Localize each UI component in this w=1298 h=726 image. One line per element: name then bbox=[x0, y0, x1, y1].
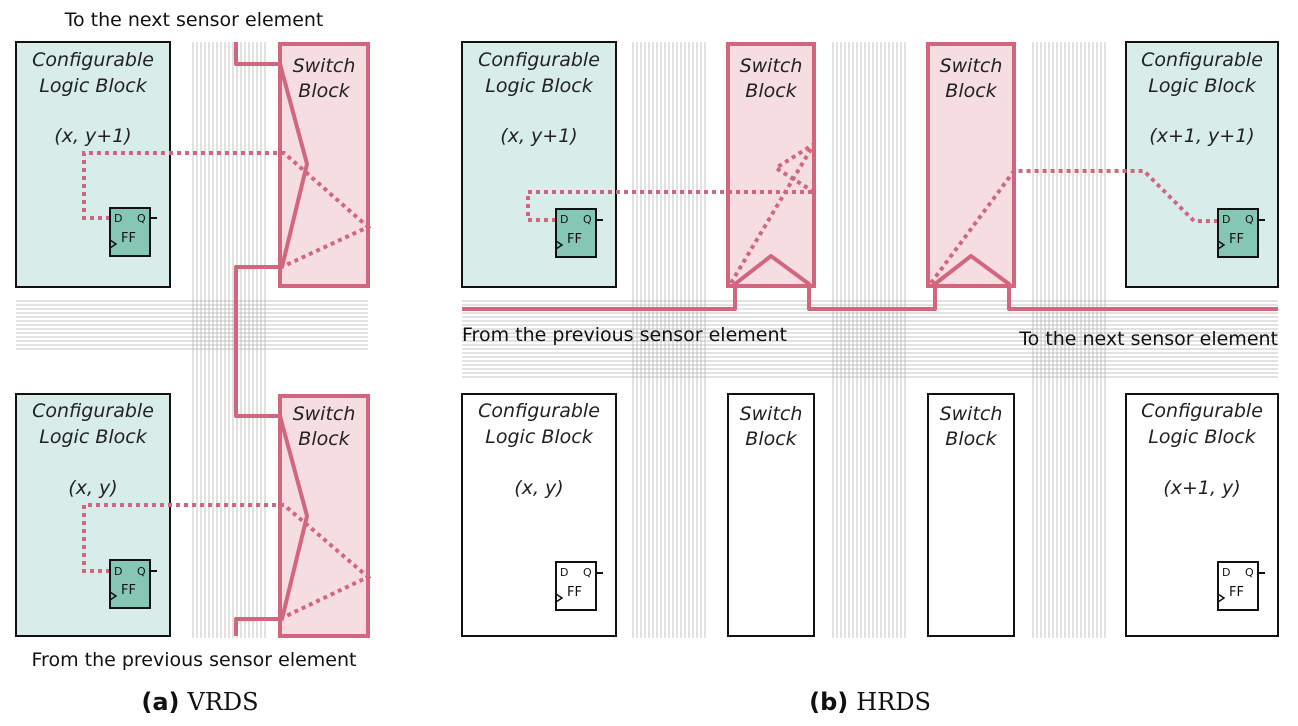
svg-text:D: D bbox=[114, 565, 122, 578]
horizontal-wire-channel bbox=[16, 300, 368, 352]
flip-flop: D Q FF bbox=[1217, 561, 1265, 611]
switch-block-bottom-1 bbox=[727, 393, 815, 637]
vrds-bottom-note: From the previous sensor element bbox=[32, 649, 357, 671]
flip-flop: D Q FF bbox=[109, 559, 157, 609]
vertical-delay-route bbox=[234, 42, 309, 636]
clb-coordinate: (x, y+1) bbox=[54, 125, 131, 147]
svg-text:D: D bbox=[114, 212, 122, 225]
svg-text:FF: FF bbox=[1229, 585, 1244, 600]
svg-text:Q: Q bbox=[137, 212, 146, 225]
switch-title-line1: Switch bbox=[293, 403, 356, 425]
vrds-top-note: To the next sensor element bbox=[64, 9, 324, 31]
horizontal-wire-channel bbox=[462, 300, 1278, 380]
flip-flop: D Q FF bbox=[109, 207, 157, 257]
clb-title-line1: Configurable bbox=[478, 400, 600, 422]
switch-title-line2: Block bbox=[945, 80, 997, 102]
sensor-taps bbox=[526, 142, 1218, 285]
switch-title-line1: Switch bbox=[740, 403, 803, 425]
clb-coordinate: (x, y) bbox=[514, 477, 563, 499]
sensor-taps bbox=[82, 151, 372, 619]
vrds-panel: To the next sensor element Configurable … bbox=[15, 9, 372, 716]
svg-text:Q: Q bbox=[1245, 213, 1254, 226]
switch-title-line1: Switch bbox=[940, 403, 1003, 425]
svg-text:FF: FF bbox=[567, 232, 582, 247]
svg-text:D: D bbox=[1222, 213, 1230, 226]
switch-title-line1: Switch bbox=[740, 55, 803, 77]
svg-text:Q: Q bbox=[137, 565, 146, 578]
switch-block-top-2 bbox=[926, 42, 1016, 288]
clb-coordinate: (x, y) bbox=[68, 477, 117, 499]
clb-title-line2: Logic Block bbox=[1148, 75, 1256, 97]
svg-text:Q: Q bbox=[583, 566, 592, 579]
clb-coordinate: (x+1, y) bbox=[1163, 477, 1240, 499]
switch-title-line2: Block bbox=[745, 428, 797, 450]
clb-coordinate: (x, y+1) bbox=[500, 125, 577, 147]
flip-flop: D Q FF bbox=[555, 561, 603, 611]
svg-text:D: D bbox=[560, 566, 568, 579]
switch-title-line2: Block bbox=[945, 428, 997, 450]
clb-title-line1: Configurable bbox=[478, 49, 600, 71]
clb-title-line2: Logic Block bbox=[39, 426, 147, 448]
svg-text:FF: FF bbox=[121, 583, 136, 598]
svg-text:Q: Q bbox=[583, 213, 592, 226]
clb-title-line2: Logic Block bbox=[39, 75, 147, 97]
switch-title-line2: Block bbox=[745, 80, 797, 102]
switch-title-line1: Switch bbox=[940, 55, 1003, 77]
hrds-to-note: To the next sensor element bbox=[1018, 328, 1278, 350]
svg-text:FF: FF bbox=[567, 585, 582, 600]
clb-title-line2: Logic Block bbox=[485, 426, 593, 448]
caption-a: (a)VRDS bbox=[141, 688, 258, 716]
switch-title-line2: Block bbox=[298, 80, 350, 102]
switch-block-bottom-2 bbox=[927, 393, 1015, 637]
svg-text:D: D bbox=[560, 213, 568, 226]
clb-title-line2: Logic Block bbox=[1148, 426, 1256, 448]
switch-title-line1: Switch bbox=[293, 55, 356, 77]
clb-title-line1: Configurable bbox=[32, 400, 154, 422]
svg-text:Q: Q bbox=[1245, 566, 1254, 579]
hrds-from-note: From the previous sensor element bbox=[462, 324, 787, 346]
hrds-panel: Configurable Logic Block (x, y+1) Config… bbox=[461, 41, 1279, 716]
switch-title-line2: Block bbox=[298, 428, 350, 450]
clb-title-line1: Configurable bbox=[1141, 400, 1263, 422]
horizontal-delay-route bbox=[462, 254, 1278, 311]
clb-title-line1: Configurable bbox=[32, 49, 154, 71]
svg-text:D: D bbox=[1222, 566, 1230, 579]
svg-text:FF: FF bbox=[121, 231, 136, 246]
clb-coordinate: (x+1, y+1) bbox=[1149, 125, 1254, 147]
clb-title-line1: Configurable bbox=[1141, 49, 1263, 71]
clb-title-line2: Logic Block bbox=[485, 75, 593, 97]
flip-flop: D Q FF bbox=[555, 208, 603, 258]
svg-text:FF: FF bbox=[1229, 232, 1244, 247]
caption-b: (b)HRDS bbox=[809, 688, 931, 716]
flip-flop: D Q FF bbox=[1217, 208, 1265, 258]
